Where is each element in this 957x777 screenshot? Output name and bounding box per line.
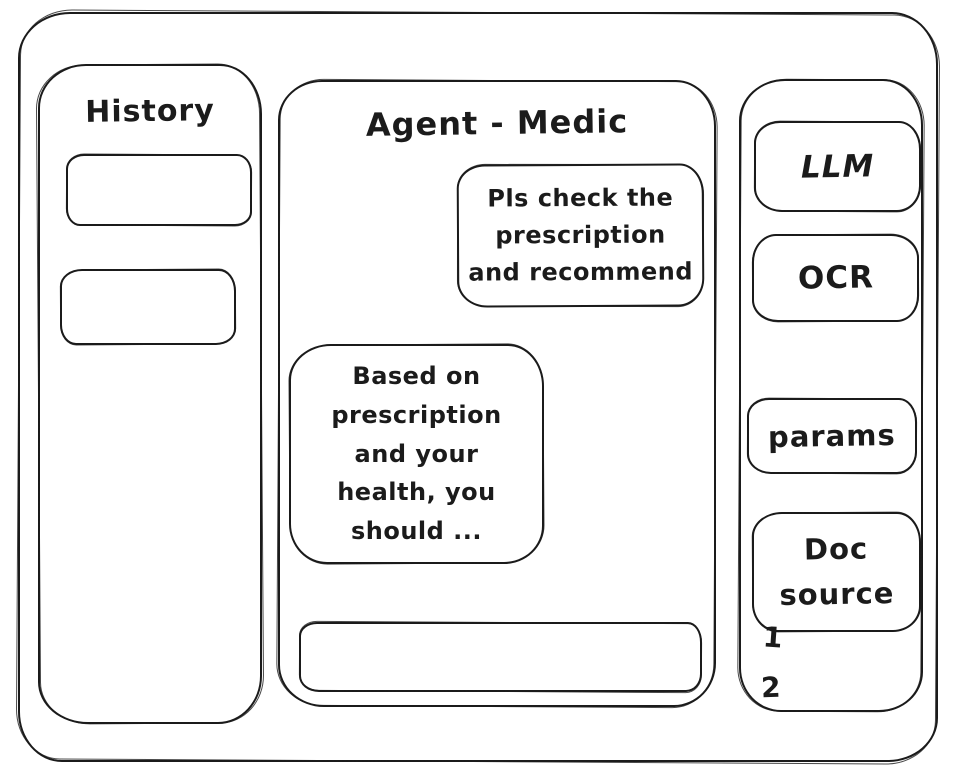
app-window-frame: History Agent - Medic Pls check the pres… <box>18 12 938 762</box>
history-item[interactable] <box>60 269 236 345</box>
doc-source-list-item[interactable]: 1 <box>761 620 784 655</box>
history-item[interactable] <box>66 154 252 226</box>
llm-button[interactable]: LLM <box>754 121 921 212</box>
tools-panel: LLM OCR params Doc source 1 2 <box>739 79 923 712</box>
doc-source-button[interactable]: Doc source <box>752 512 921 632</box>
history-panel: History <box>38 64 262 724</box>
message-input[interactable] <box>299 622 702 692</box>
chat-panel-title: Agent - Medic <box>365 102 629 144</box>
params-button-label: params <box>767 417 897 455</box>
chat-message-assistant: Based on prescription and your health, y… <box>289 344 544 564</box>
history-panel-title: History <box>84 93 216 130</box>
ocr-button-label: OCR <box>797 259 874 297</box>
doc-source-list-item[interactable]: 2 <box>760 670 782 705</box>
doc-source-button-label: Doc source <box>779 531 895 612</box>
chat-message-user: Pls check the prescription and recommend <box>456 163 705 308</box>
chat-panel: Agent - Medic Pls check the prescription… <box>278 80 716 707</box>
llm-button-label: LLM <box>800 147 875 186</box>
ocr-button[interactable]: OCR <box>752 234 919 322</box>
params-button[interactable]: params <box>747 398 917 474</box>
